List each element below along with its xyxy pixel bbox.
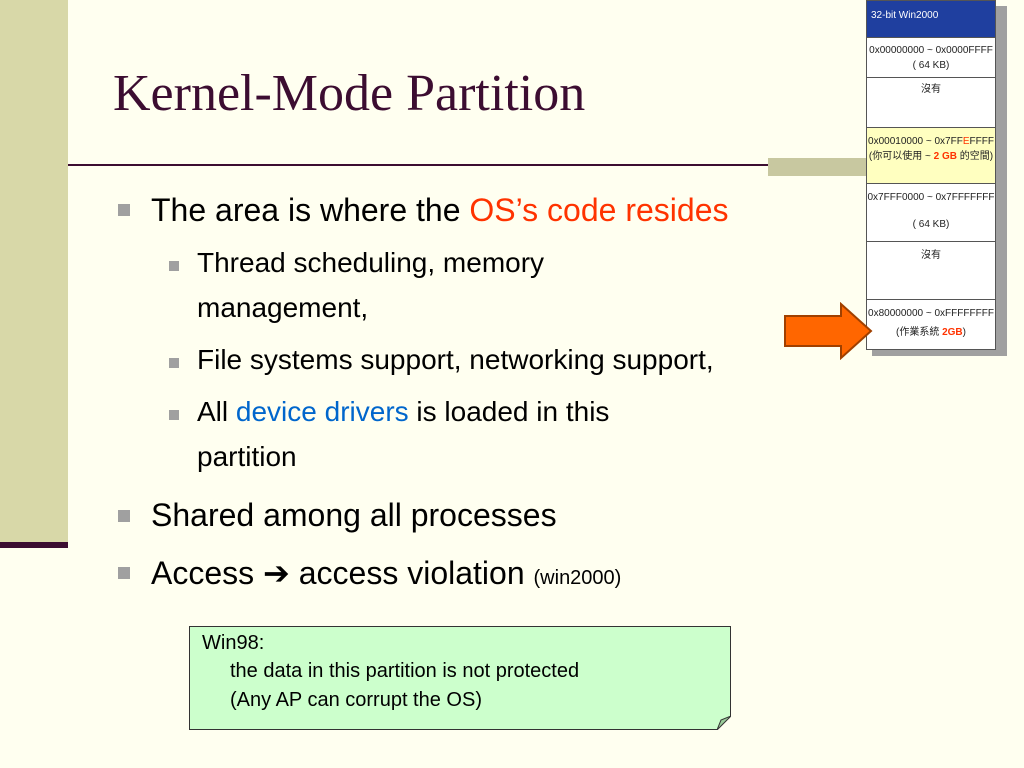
memory-region-label: 沒有: [921, 250, 941, 261]
sub-bullet-drivers-line1: All device drivers is loaded in this: [197, 396, 609, 428]
left-decor-accent: [0, 542, 68, 548]
sub-bullet-square-icon: [169, 410, 179, 420]
highlight-os-code: OS’s code resides: [469, 192, 729, 228]
sub-bullet-thread-line2: management,: [197, 292, 369, 323]
bullet-text: is loaded in this: [408, 396, 610, 427]
bullet-square-icon: [118, 204, 130, 216]
memory-region-kernel: 0x80000000 ~ 0xFFFFFFFF (作業系統 2GB): [867, 299, 995, 350]
memory-region-null: 0x00000000 ~ 0x0000FFFF ( 64 KB): [867, 37, 995, 78]
win98-note-box: Win98: the data in this partition is not…: [189, 626, 731, 730]
bullet-shared: Shared among all processes: [151, 497, 557, 533]
sub-bullet-square-icon: [169, 358, 179, 368]
memory-region-range: 0x80000000 ~ 0xFFFFFFFF: [868, 308, 994, 319]
memory-map-header: 32-bit Win2000: [867, 1, 995, 37]
bullet-square-icon: [118, 510, 130, 522]
size-text: (你可以使用 ~: [868, 151, 934, 162]
title-rule-decor: [768, 158, 888, 176]
orange-arrow-icon: [784, 302, 873, 360]
left-decor-band: [0, 0, 68, 548]
bullet-text: access violation: [289, 555, 534, 591]
memory-region-label: 沒有: [921, 84, 941, 95]
sub-bullet-filesystems: File systems support, networking support…: [197, 344, 714, 375]
memory-region-size: (你可以使用 ~ 2 GB 的空間): [867, 149, 995, 164]
note-line: the data in this partition is not protec…: [230, 660, 580, 682]
range-text: FFFF: [969, 136, 994, 147]
memory-map-header-label: 32-bit Win2000: [871, 10, 939, 21]
memory-region-range: 0x00010000 ~ 0x7FFEFFFF: [867, 134, 995, 149]
bullet-text: The area is where the: [151, 192, 470, 228]
title-divider: [68, 164, 918, 166]
memory-region-guard: 0x7FFF0000 ~ 0x7FFFFFFF ( 64 KB): [867, 183, 995, 242]
bullet-text: Access: [151, 555, 264, 591]
right-arrow-icon: ➔: [263, 555, 290, 591]
bullet-access: Access ➔ access violation (win2000): [151, 554, 621, 592]
memory-region-none: 沒有: [867, 241, 995, 300]
sub-bullet-drivers-line2: partition: [197, 441, 297, 472]
bullet-text: All: [197, 396, 236, 427]
bullet-small-note: (win2000): [533, 567, 622, 589]
note-title: Win98:: [202, 632, 265, 654]
memory-region-user: 0x00010000 ~ 0x7FFEFFFF (你可以使用 ~ 2 GB 的空…: [867, 127, 995, 184]
folded-corner-icon: [717, 716, 731, 730]
memory-region-none: 沒有: [867, 77, 995, 128]
sub-bullet-thread-line1: Thread scheduling, memory: [197, 247, 545, 278]
size-text: 的空間): [956, 151, 994, 162]
bullet-square-icon: [118, 567, 130, 579]
size-highlight: 2 GB: [933, 151, 957, 162]
size-text: ): [962, 327, 966, 338]
memory-region-size: ( 64 KB): [912, 60, 950, 71]
range-text: 0x00010000 ~ 0x7FF: [868, 136, 963, 147]
memory-region-range: 0x7FFF0000 ~ 0x7FFFFFFF: [867, 192, 995, 203]
range-highlight: E: [962, 136, 970, 147]
memory-region-size: (作業系統 2GB): [867, 325, 995, 340]
size-text: (作業系統: [895, 327, 943, 338]
sub-bullet-square-icon: [169, 261, 179, 271]
memory-map-diagram: 32-bit Win2000 0x00000000 ~ 0x0000FFFF (…: [866, 0, 996, 350]
note-line: (Any AP can corrupt the OS): [230, 689, 482, 711]
slide-title: Kernel-Mode Partition: [113, 65, 586, 122]
memory-region-range: 0x00000000 ~ 0x0000FFFF: [869, 45, 993, 56]
size-highlight: 2GB: [942, 327, 963, 338]
memory-region-size: ( 64 KB): [912, 219, 950, 230]
highlight-device-drivers: device drivers: [235, 396, 409, 427]
bullet-os-code: The area is where the OS’s code resides: [151, 192, 728, 229]
